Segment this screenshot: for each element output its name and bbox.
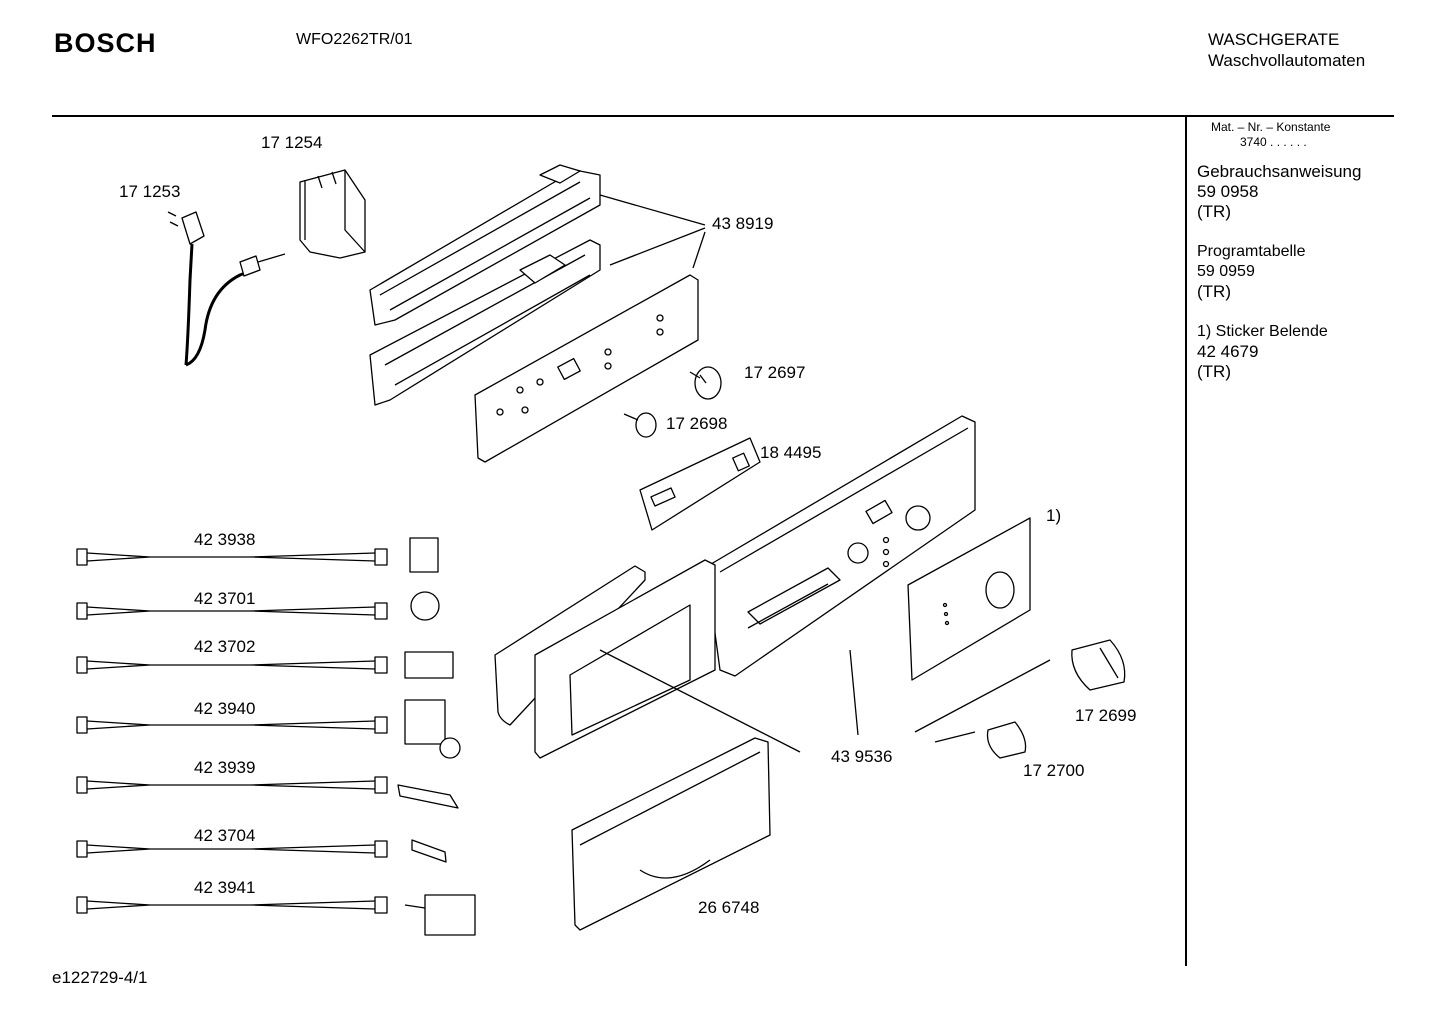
- harness-row: [76, 699, 461, 759]
- doc-title: Programtabelle: [1197, 243, 1306, 260]
- doc-title: 1) Sticker Belende: [1197, 323, 1328, 340]
- brand-logo: BOSCH: [54, 28, 157, 58]
- leader-line: [599, 194, 706, 226]
- part-label: 17 1254: [261, 133, 323, 152]
- harness-row: [76, 894, 476, 936]
- fascia-panel-drawing: [705, 415, 976, 677]
- leader-line: [609, 227, 706, 266]
- knob-shaft-drawing: [623, 366, 722, 438]
- harness-label: 42 3701: [194, 589, 256, 608]
- mat-value: 3740 . . . . . .: [1240, 135, 1307, 149]
- part-label: 43 8919: [712, 214, 774, 233]
- harness-row: [76, 776, 459, 809]
- part-label: 43 9536: [831, 747, 893, 766]
- harness-rows: [76, 537, 476, 936]
- harness-label: 42 3938: [194, 530, 256, 549]
- drawing-id: e122729-4/1: [52, 968, 148, 987]
- drawer-frame-drawing: [494, 559, 801, 759]
- display-pcb-drawing: [639, 437, 761, 531]
- doc-block-manual: Gebrauchsanweisung 59 0958 (TR): [1197, 162, 1361, 222]
- category-subtitle: Waschvollautomaten: [1208, 51, 1366, 70]
- doc-block-program-table: Programtabelle 59 0959 (TR): [1197, 242, 1306, 302]
- control-rail-drawing: [369, 164, 601, 406]
- category-title: WASCHGERATE: [1208, 30, 1340, 49]
- doc-title: Gebrauchsanweisung: [1197, 162, 1362, 181]
- doc-note: (TR): [1197, 282, 1231, 301]
- leader-line: [914, 659, 1051, 733]
- exploded-diagram: [76, 164, 1126, 936]
- leader-line: [934, 731, 976, 743]
- leader-line: [849, 649, 859, 736]
- doc-number: 59 0959: [1197, 263, 1255, 280]
- part-label: 26 6748: [698, 898, 760, 917]
- circuit-board-drawing: [474, 274, 699, 463]
- power-cord-drawing: [167, 211, 286, 367]
- doc-note: (TR): [1197, 362, 1231, 381]
- harness-row: [76, 651, 454, 679]
- sticker-drawing: [907, 517, 1031, 681]
- doc-number: 42 4679: [1197, 342, 1259, 361]
- harness-row: [76, 537, 439, 573]
- drawer-handle-drawing: [571, 737, 771, 931]
- harness-label: 42 3704: [194, 826, 256, 845]
- harness-row: [76, 839, 447, 863]
- doc-number: 59 0958: [1197, 182, 1259, 201]
- part-label: 17 1253: [119, 182, 181, 201]
- model-number: WFO2262TR/01: [296, 31, 413, 48]
- part-label: 18 4495: [760, 443, 822, 462]
- harness-label: 42 3702: [194, 637, 256, 656]
- doc-block-sticker: 1) Sticker Belende 42 4679 (TR): [1197, 322, 1328, 382]
- doc-note: (TR): [1197, 202, 1231, 221]
- sidebar-divider: [1185, 116, 1187, 966]
- leader-line: [692, 231, 706, 269]
- sticker-marker: 1): [1046, 506, 1062, 525]
- part-label: 17 2699: [1075, 706, 1137, 725]
- program-knobs-drawing: [986, 639, 1126, 759]
- harness-label: 42 3941: [194, 878, 256, 897]
- filter-drawing: [299, 169, 366, 259]
- part-label: 17 2700: [1023, 761, 1085, 780]
- harness-label: 42 3940: [194, 699, 256, 718]
- header-divider: [52, 115, 1394, 117]
- harness-label: 42 3939: [194, 758, 256, 777]
- part-label: 17 2697: [744, 363, 806, 382]
- mat-label: Mat. – Nr. – Konstante: [1211, 120, 1331, 134]
- harness-row: [76, 591, 440, 621]
- part-label: 17 2698: [666, 414, 728, 433]
